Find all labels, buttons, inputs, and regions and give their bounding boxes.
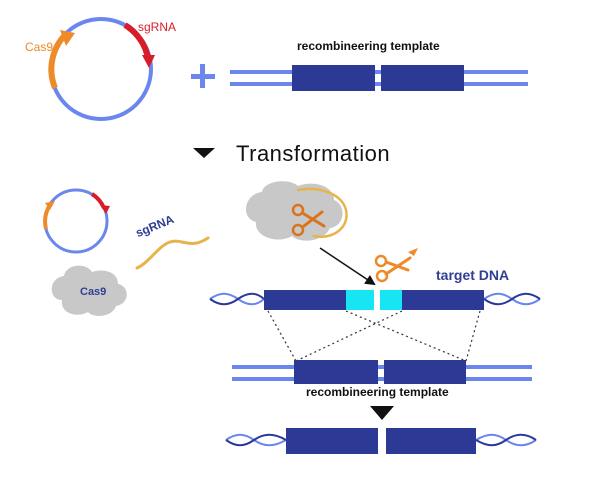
plasmid-large xyxy=(48,17,155,121)
helix-right-b xyxy=(483,292,541,306)
cas9-sgrna-complex xyxy=(245,181,348,241)
target-arm-right xyxy=(402,290,484,310)
homology-arm-left-2 xyxy=(294,360,378,384)
plus-icon xyxy=(191,64,215,88)
scissors-cut-icon xyxy=(374,248,418,283)
cas9-protein xyxy=(51,265,127,316)
sgrna-gene-arc xyxy=(123,22,151,59)
target-dna xyxy=(209,290,541,310)
homology-arm-right xyxy=(381,65,464,91)
down-arrow-icon xyxy=(193,148,215,158)
edited-arm-left xyxy=(286,428,378,454)
cas9-protein-label: Cas9 xyxy=(80,286,107,298)
cut-site-left xyxy=(346,290,374,310)
cut-site-right xyxy=(380,290,402,310)
sgrna-arrowhead-small-icon xyxy=(100,205,110,214)
edited-arm-right xyxy=(386,428,476,454)
guide-strand xyxy=(296,187,348,239)
cas9-arrowhead-icon xyxy=(60,30,75,46)
template-top-graphic xyxy=(230,65,528,91)
helix-left-b xyxy=(209,292,265,306)
template-label-bottom: recombineering template xyxy=(306,385,449,399)
scissors-icon xyxy=(291,203,326,237)
cut-arrow xyxy=(319,247,376,286)
transformation-label: Transformation xyxy=(236,141,391,166)
cas9-label: Cas9 xyxy=(25,40,54,54)
homology-arm-right-2 xyxy=(384,360,466,384)
template-label-top: recombineering template xyxy=(297,39,440,53)
sgrna-strand xyxy=(135,236,210,270)
edited-dna xyxy=(225,428,537,454)
sgrna-label: sgRNA xyxy=(138,20,177,34)
plasmid-small xyxy=(43,188,110,254)
target-dna-label: target DNA xyxy=(436,267,510,283)
template-bottom-graphic xyxy=(232,360,532,384)
sgrna-arrowhead-icon xyxy=(142,55,155,68)
target-arm-left xyxy=(264,290,346,310)
cas9-arrowhead-small-icon xyxy=(45,201,55,210)
homology-arm-left xyxy=(292,65,375,91)
cas9-gene-arc xyxy=(48,30,70,90)
recombination-lines xyxy=(267,310,481,362)
down-arrow-icon-2 xyxy=(370,406,394,420)
